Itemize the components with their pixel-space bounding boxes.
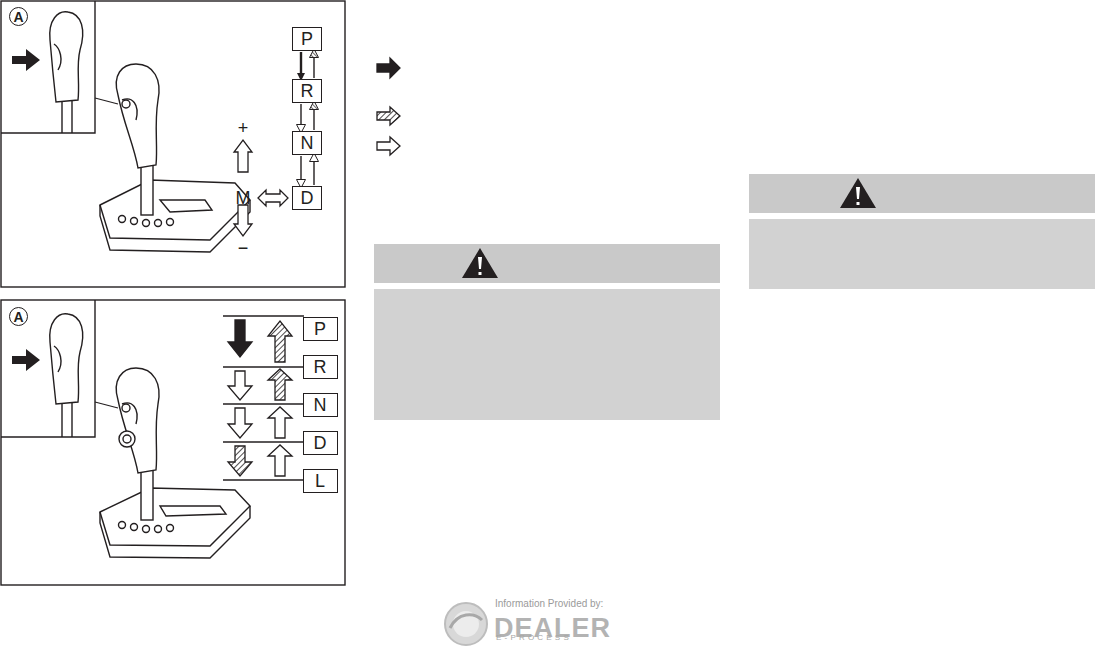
shift-arrow <box>300 156 301 185</box>
gear-position-box: R <box>303 355 338 379</box>
shift-lever <box>100 368 250 558</box>
gear-letter: N <box>301 134 314 152</box>
shift-arrow <box>300 52 302 78</box>
manual-mode-letter: M <box>236 189 251 207</box>
push-arrow <box>12 349 40 371</box>
gear-letter: D <box>314 434 327 452</box>
panel-frame <box>1 300 345 585</box>
watermark-text: Information Provided by: <box>495 599 603 609</box>
gear-position-box: R <box>292 79 322 103</box>
gear-position-box: N <box>292 131 322 155</box>
inset-knob <box>50 314 83 437</box>
minus-sign: − <box>238 239 249 257</box>
shift-arrows <box>228 320 292 476</box>
gear-letter: L <box>315 472 325 490</box>
warning-box <box>749 174 1095 289</box>
plus-sign: + <box>238 119 249 137</box>
inset-frame <box>1 1 95 133</box>
leader-line <box>95 98 118 104</box>
warning-box <box>374 244 720 420</box>
push-arrow <box>12 49 40 71</box>
gear-letter: R <box>314 358 327 376</box>
inset-knob <box>50 12 83 133</box>
gear-letter: R <box>301 82 314 100</box>
shift-arrow <box>313 104 314 130</box>
watermark-logo <box>445 603 487 645</box>
callout-letter: A <box>9 7 28 26</box>
gear-position-box: D <box>292 186 322 210</box>
leader-line <box>95 402 118 408</box>
shift-lever <box>100 64 250 252</box>
shift-arrow <box>300 104 301 130</box>
gear-letter: D <box>301 189 314 207</box>
row-lines <box>223 316 304 480</box>
gear-position-box: N <box>303 393 338 417</box>
gear-letter: P <box>314 320 326 338</box>
shift-arrow <box>313 52 314 78</box>
gear-position-box: P <box>292 27 322 51</box>
legend-arrows <box>377 58 400 155</box>
inset-frame <box>1 300 95 437</box>
gear-letter: N <box>314 396 327 414</box>
gear-letter: P <box>301 30 313 48</box>
gear-position-box: P <box>303 317 338 341</box>
gear-position-box: D <box>303 431 338 455</box>
shift-arrow <box>313 156 314 185</box>
manual-arrows <box>234 140 288 236</box>
watermark-text: E-PROCESS <box>496 634 572 642</box>
panel-frame <box>1 1 345 287</box>
callout-letter: A <box>9 307 28 326</box>
gear-position-box: L <box>303 469 338 493</box>
